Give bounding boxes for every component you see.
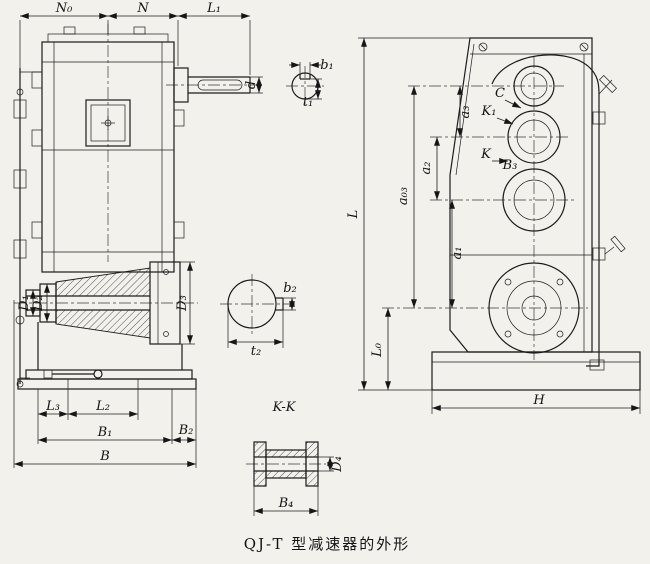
shaft-boss-3 [502, 168, 566, 232]
view-label-k1: K₁ [481, 104, 497, 119]
dim-label-d1: D₁ [17, 295, 32, 312]
dim-label-a3: a₃ [458, 106, 473, 119]
dim-label-b4: B₄ [278, 496, 294, 511]
dim-label-a1: a₁ [450, 247, 465, 260]
dim-label-b2: B₂ [178, 423, 194, 438]
dim-label-d3: D₃ [175, 295, 190, 312]
keyway-detail-1: b₁ t₁ [286, 58, 334, 110]
view-label-c: C [495, 86, 505, 101]
oil-pipe [491, 54, 626, 371]
front-view: N₀ N L₁ d [13, 1, 263, 468]
dim-label-d: d [244, 81, 259, 89]
shaft-boss-1 [513, 65, 555, 107]
dim-label-b1: B₁ [97, 425, 113, 440]
dim-label-b3: B₃ [502, 158, 518, 173]
dim-label-l3: L₃ [45, 399, 60, 414]
view-label-k: K [480, 147, 492, 162]
shaft-boss-4 [488, 262, 580, 354]
dim-label-d4: D₄ [330, 456, 345, 473]
section-kk-title: K-K [272, 400, 297, 415]
dim-label-d2: D₂ [31, 295, 46, 312]
dim-label-h: H [532, 393, 545, 408]
output-shaft: d [173, 67, 263, 103]
dim-label-a2: a₂ [419, 162, 434, 175]
dim-label-t2: t₂ [251, 344, 261, 359]
dim-label-t1: t₁ [303, 95, 313, 110]
dim-label-b1-key: b₁ [320, 58, 334, 73]
section-k-k: K-K D₄ B₄ [246, 400, 345, 516]
dim-label-n: N [136, 1, 149, 16]
dim-label-l2: L₂ [95, 399, 110, 414]
side-view: C K₁ K B₃ L L₀ a₀₃ a₂ a₃ a₁ H [346, 37, 641, 414]
shaft-boss-2 [507, 110, 561, 164]
dim-label-b2-key: b₂ [283, 281, 297, 296]
dim-label-l0: L₀ [370, 342, 385, 358]
keyway-detail-2: b₂ t₂ [220, 274, 298, 359]
dim-label-L: L [346, 210, 361, 220]
dim-label-n0: N₀ [55, 1, 73, 16]
dim-label-b: B [99, 449, 110, 464]
lower-cone-assembly [25, 261, 181, 345]
oil-gauge-rod [13, 68, 42, 388]
base [17, 322, 197, 390]
dim-label-l1: L₁ [206, 1, 221, 16]
dim-label-a03: a₀₃ [396, 187, 411, 205]
drawing-caption: QJ-T 型减速器的外形 [244, 535, 411, 553]
inspection-window [85, 99, 131, 147]
